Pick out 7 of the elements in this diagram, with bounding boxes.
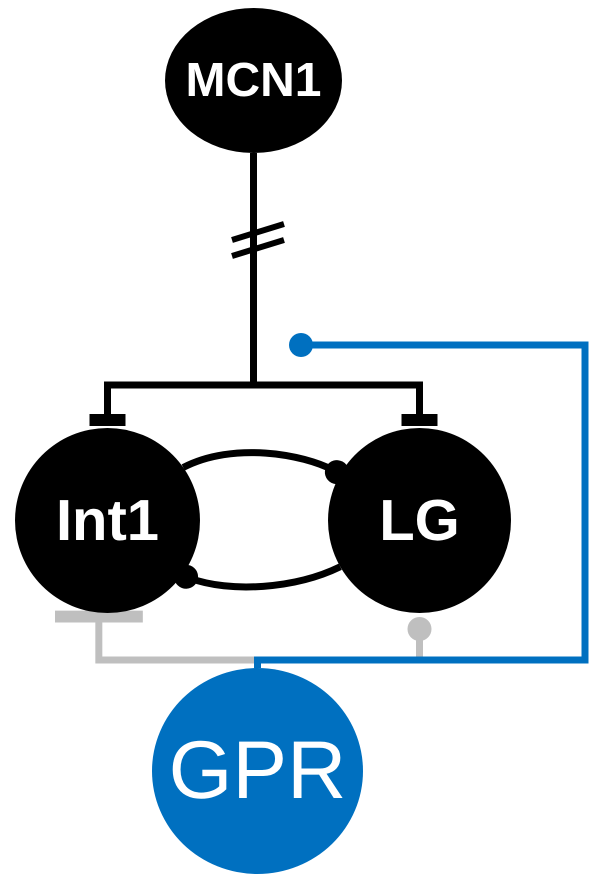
neuron-name: LG	[379, 487, 460, 554]
neuron-name: Int1	[56, 487, 160, 554]
neuron-name: GPR	[168, 724, 346, 818]
synapse-connector	[174, 564, 342, 590]
neuron-name: MCN1	[185, 53, 322, 108]
synapse-connector	[182, 449, 349, 484]
synapse-connector	[254, 333, 588, 669]
